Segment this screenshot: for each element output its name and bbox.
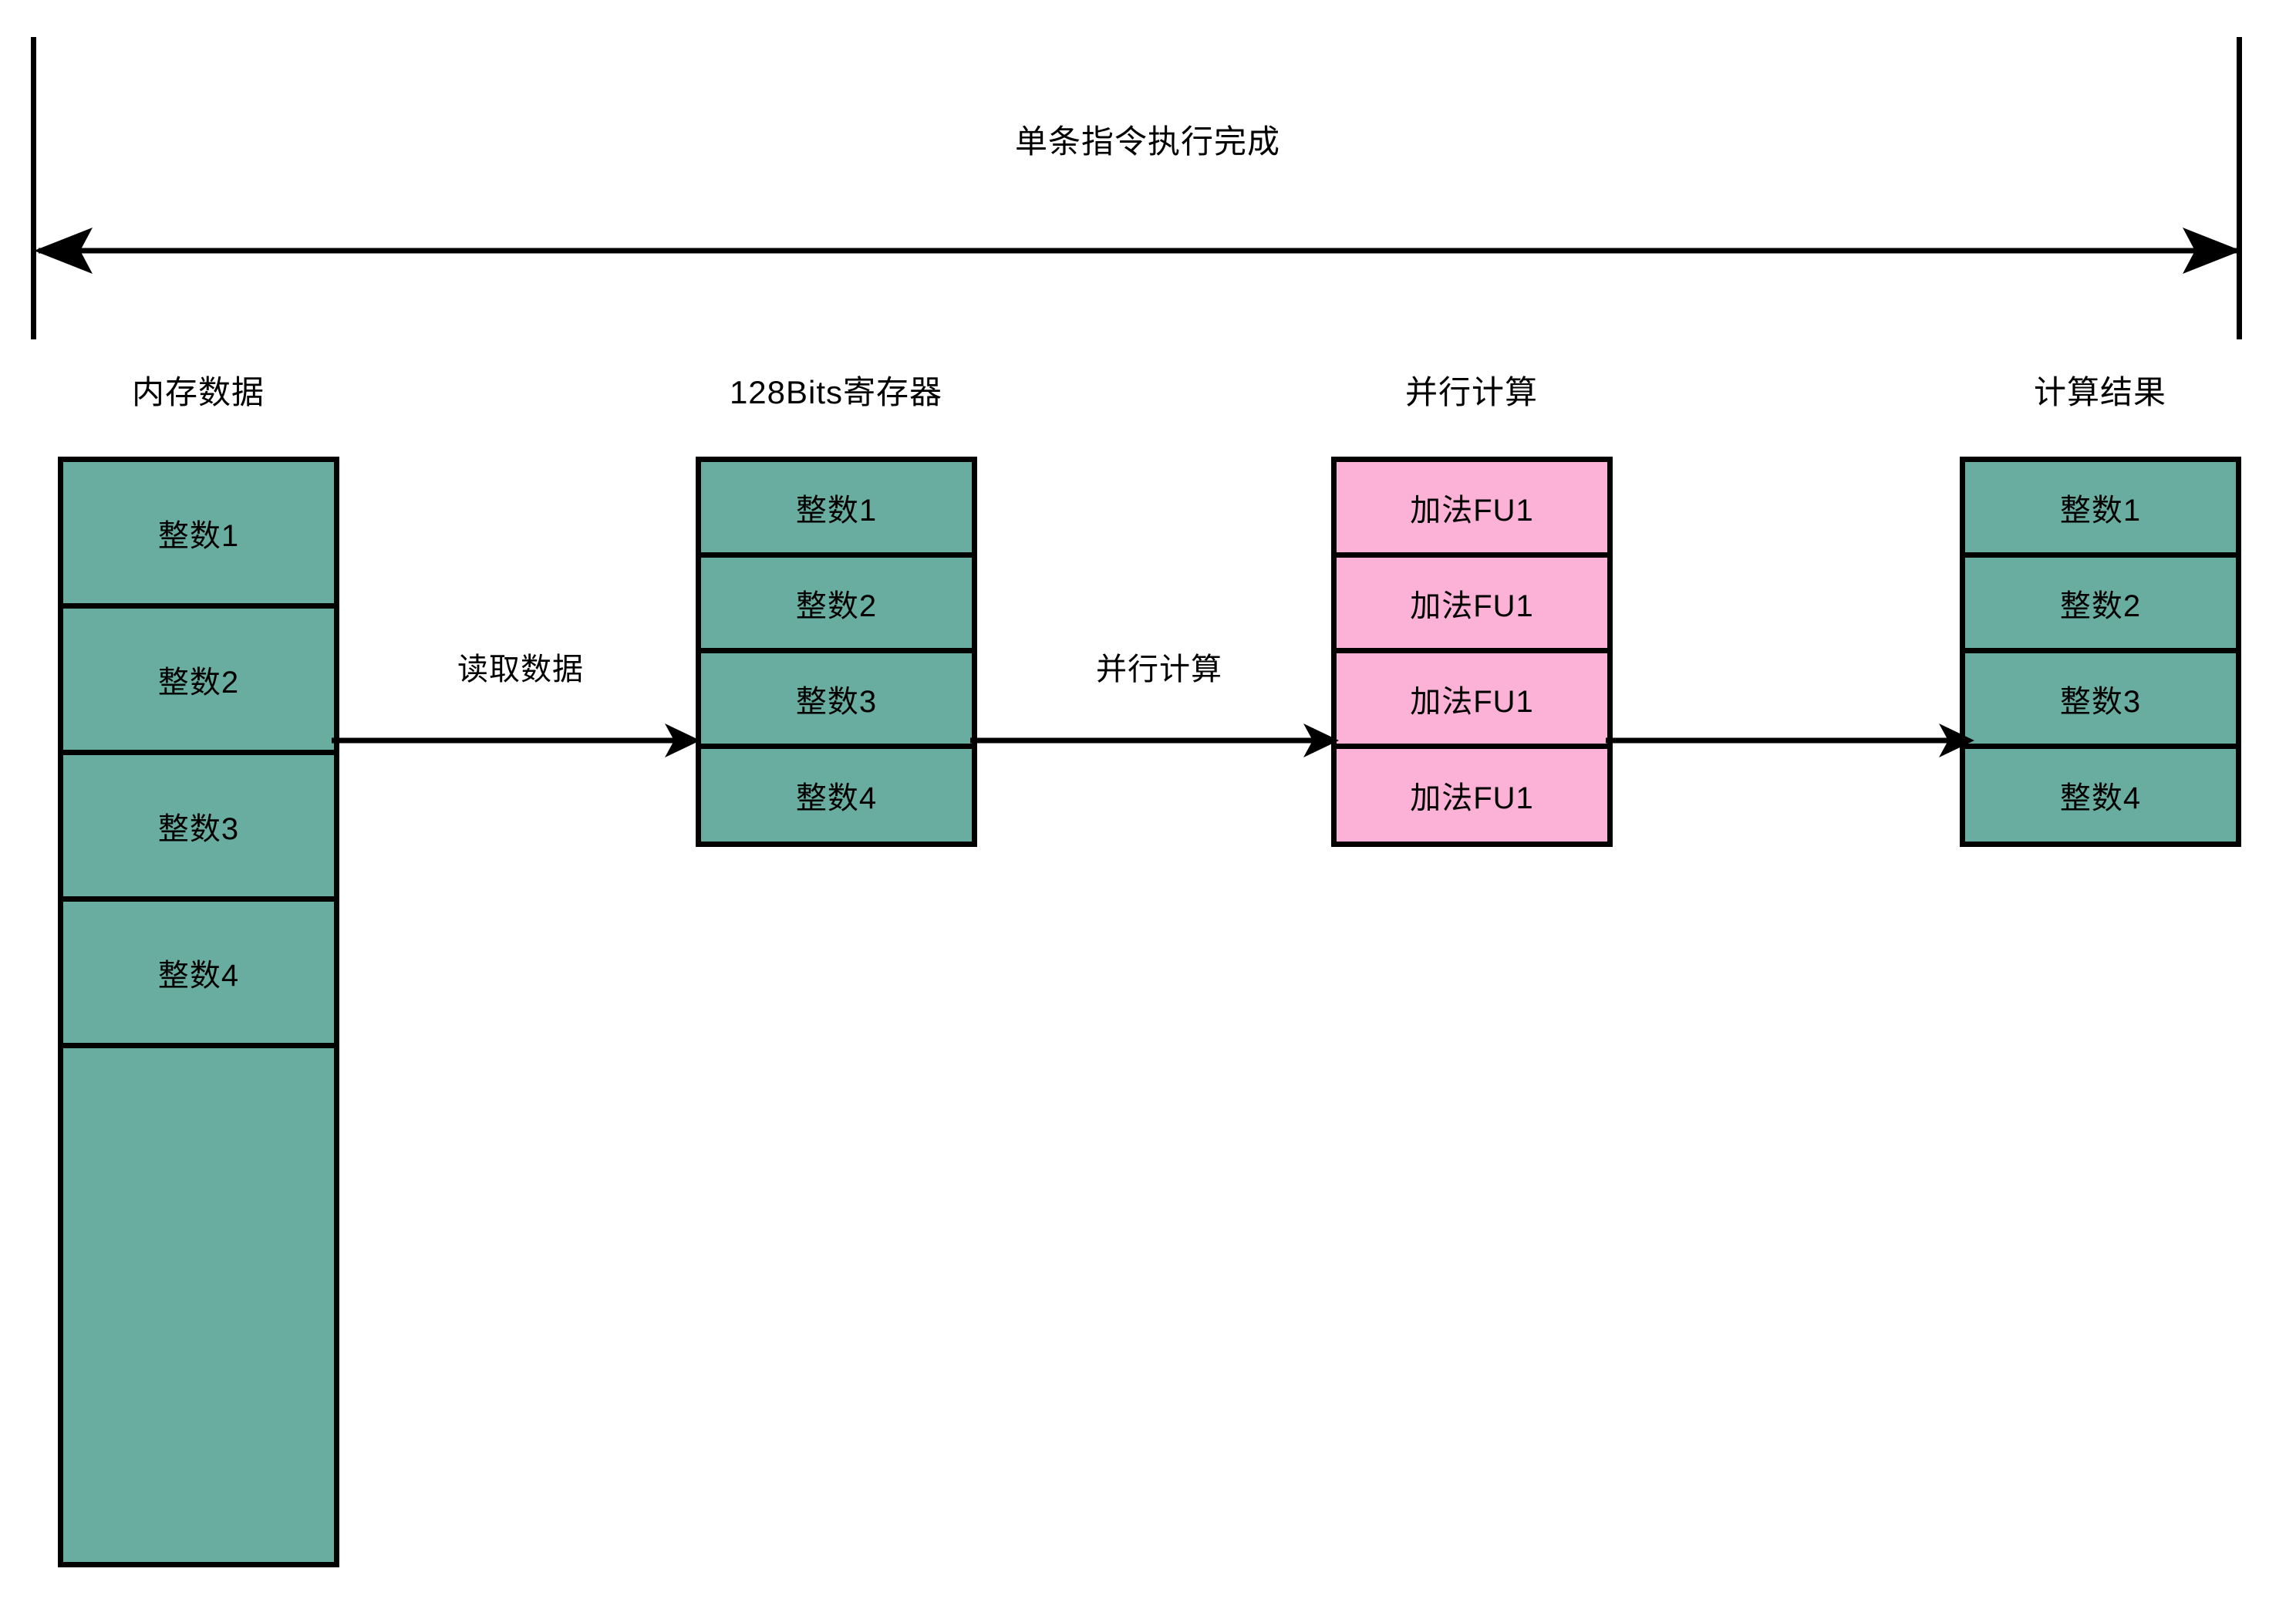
cell-result-4[interactable]: 整数4 xyxy=(1965,749,2236,842)
cell-memory-4[interactable]: 整数4 xyxy=(63,902,334,1048)
arrow-label-parallel-compute: 并行计算 xyxy=(1096,653,1222,686)
stack-compute-result: 整数1 整数2 整数3 整数4 xyxy=(1960,457,2241,847)
cell-memory-3[interactable]: 整数3 xyxy=(63,755,334,902)
cell-result-2[interactable]: 整数2 xyxy=(1965,558,2236,653)
cell-fu-3[interactable]: 加法FU1 xyxy=(1337,653,1607,749)
cell-register-4[interactable]: 整数4 xyxy=(701,749,972,842)
span-double-arrow xyxy=(34,228,2241,274)
column-header-memory-data: 内存数据 xyxy=(131,374,265,410)
stack-parallel-compute: 加法FU1 加法FU1 加法FU1 加法FU1 xyxy=(1331,457,1613,847)
cell-fu-4[interactable]: 加法FU1 xyxy=(1337,749,1607,842)
column-header-parallel-compute: 并行计算 xyxy=(1404,374,1538,410)
cell-fu-2[interactable]: 加法FU1 xyxy=(1337,558,1607,653)
cell-result-1[interactable]: 整数1 xyxy=(1965,462,2236,558)
cell-register-3[interactable]: 整数3 xyxy=(701,653,972,749)
span-title: 单条指令执行完成 xyxy=(1014,123,1280,160)
column-header-register-128bits: 128Bits寄存器 xyxy=(729,374,943,410)
stack-register-128bits: 整数1 整数2 整数3 整数4 xyxy=(696,457,977,847)
cell-register-2[interactable]: 整数2 xyxy=(701,558,972,653)
span-left-bar xyxy=(31,37,36,339)
cell-result-3[interactable]: 整数3 xyxy=(1965,653,2236,749)
cell-memory-1[interactable]: 整数1 xyxy=(63,462,334,609)
cell-register-1[interactable]: 整数1 xyxy=(701,462,972,558)
cell-memory-free-space[interactable] xyxy=(63,1048,334,1562)
stack-memory-data: 整数1 整数2 整数3 整数4 xyxy=(58,457,339,1567)
column-header-compute-result: 计算结果 xyxy=(2033,374,2166,410)
cell-memory-2[interactable]: 整数2 xyxy=(63,609,334,755)
span-right-bar xyxy=(2237,37,2242,339)
arrow-memory-to-register xyxy=(332,724,700,757)
cell-fu-1[interactable]: 加法FU1 xyxy=(1337,462,1607,558)
arrow-label-read-data: 读取数据 xyxy=(457,653,584,686)
arrow-compute-to-result xyxy=(1606,724,1974,757)
arrow-register-to-compute xyxy=(970,724,1339,757)
